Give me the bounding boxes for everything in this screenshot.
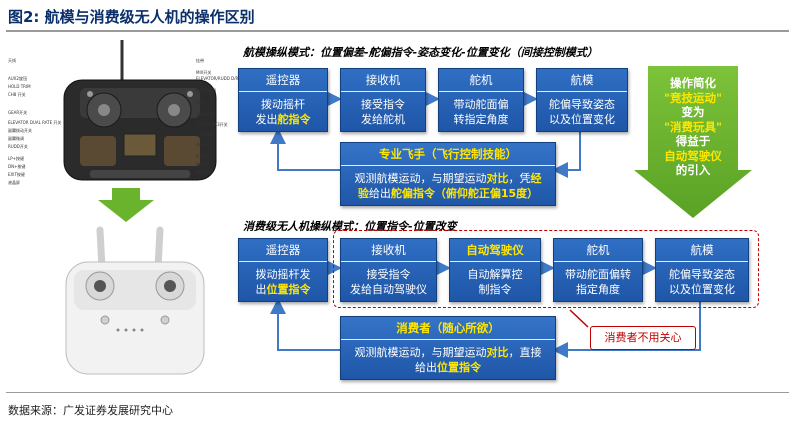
box-head: 航模 (656, 239, 748, 262)
feedback-text: 观测航模运动，与期望运动 (354, 345, 487, 359)
arrow-caption-line: 得益于 (675, 134, 711, 148)
rc-transmitter-image (63, 40, 217, 181)
title-divider (6, 30, 789, 32)
box-body: 拨动摇杆发出舵指令 (239, 92, 327, 131)
box-body: 自动解算控 制指令 (467, 267, 523, 296)
rc-label: R+按键 (196, 154, 211, 159)
feedback-text: ，直接 (508, 345, 542, 359)
rc-label: ALE开关 (196, 142, 212, 147)
bottom-section-title: 消费级无人机操纵模式：位置指令-位置改变 (243, 220, 457, 233)
top-model-box: 航模 舵偏导致姿态 以及位置变化 (536, 68, 628, 132)
rc-label: 挂带 (196, 58, 204, 63)
rc-label: 挂扣 (196, 100, 204, 105)
feedback-head: 专业飞手（飞行控制技能） (341, 143, 555, 166)
feedback-highlight: 位置指令 (437, 360, 481, 374)
box-body-text: 发出 (255, 112, 278, 126)
box-head: 自动驾驶仪 (450, 239, 540, 262)
box-head: 遥控器 (239, 69, 327, 92)
arrow-caption-line: 变为 (681, 105, 705, 119)
rc-label: 液晶屏 (8, 180, 20, 185)
arrow-caption-line: 的引入 (675, 163, 711, 177)
box-body: 拨动摇杆发出位置指令 (239, 262, 327, 301)
bottom-servo-box: 舵机 带动舵面偏转 指定角度 (553, 238, 643, 302)
box-head: 遥控器 (239, 239, 327, 262)
bottom-remote-box: 遥控器 拨动摇杆发出位置指令 (238, 238, 328, 302)
drone-controller-image (65, 226, 205, 375)
feedback-text: 观测航模运动，与期望运动 (354, 171, 487, 185)
rc-label: RUDD开关 (8, 144, 28, 149)
bottom-receiver-box: 接收机 接受指令 发给自动驾驶仪 (340, 238, 437, 302)
bottom-model-box: 航模 舵偏导致姿态 以及位置变化 (655, 238, 749, 302)
rc-label: 方向微调 (196, 132, 212, 137)
bottom-autopilot-box: 自动驾驶仪 自动解算控 制指令 (449, 238, 541, 302)
feedback-highlight: 对比 (486, 345, 509, 359)
box-head: 舵机 (554, 239, 642, 262)
rc-label: LP+按键 (8, 156, 24, 161)
rc-label: THRO开关 (196, 112, 216, 117)
feedback-highlight: 对比 (486, 171, 509, 185)
feedback-body: 观测航模运动，与期望运动对比，直接 给出位置指令 (341, 340, 555, 379)
box-body-highlight: 位置指令 (266, 282, 311, 296)
box-body: 带动舵面偏转 指定角度 (565, 267, 631, 296)
top-remote-box: 遥控器 拨动摇杆发出舵指令 (238, 68, 328, 132)
box-body-text: 拨动摇杆 (261, 97, 305, 111)
rc-label: EXIT按键 (8, 172, 25, 177)
rc-label: ENT按键 (196, 170, 212, 175)
arrow-caption-highlight: 自动驾驶仪 (664, 148, 722, 163)
consumer-no-care-callout: 消费者不用关心 (590, 326, 696, 350)
rc-label: MIX开关 (196, 70, 212, 75)
box-body: 接受指令 发给自动驾驶仪 (350, 267, 427, 296)
arrow-caption: 操作简化 "竞技运动" 变为 "消费玩具" 得益于 自动驾驶仪 的引入 (644, 76, 742, 178)
box-body-text: 出 (255, 282, 267, 296)
arrow-caption-line: 操作简化 (670, 76, 716, 90)
box-head: 舵机 (439, 69, 523, 92)
bottom-consumer-feedback-box: 消费者（随心所欲） 观测航模运动，与期望运动对比，直接 给出位置指令 (340, 316, 556, 380)
box-body: 带动舵面偏 转指定角度 (453, 97, 509, 126)
feedback-text: ，凭 (508, 171, 531, 185)
rc-label: 副翼拨动开关 (8, 128, 32, 133)
feedback-highlight: 验 (357, 186, 369, 200)
feedback-highlight: 舵偏指令（俯仰舵正偏15度） (390, 186, 539, 200)
rc-label: DN+按键 (8, 164, 26, 169)
box-body-highlight: 舵指令 (277, 112, 311, 126)
feedback-text: 给出 (415, 360, 437, 374)
feedback-highlight: 经 (530, 171, 542, 185)
green-down-arrow-right (634, 66, 752, 218)
autopilot-dashed-region (333, 230, 759, 308)
rc-label: ELEVATOR DUAL RATE 开关 (8, 120, 62, 125)
box-head: 接收机 (341, 239, 436, 262)
top-receiver-box: 接收机 接受指令 发给舵机 (340, 68, 426, 132)
top-pilot-feedback-box: 专业飞手（飞行控制技能） 观测航模运动，与期望运动对比，凭经 验给出舵偏指令（俯… (340, 142, 556, 206)
top-servo-box: 舵机 带动舵面偏 转指定角度 (438, 68, 524, 132)
box-body-text: 拨动摇杆发 (255, 267, 311, 281)
rc-label: AUX2旋钮 (8, 76, 27, 81)
footer-divider (6, 392, 789, 393)
green-down-arrow-left (98, 188, 154, 222)
top-section-title: 航模操纵模式：位置偏差-舵偏指令-姿态变化-位置变化（间接控制模式） (243, 46, 598, 59)
rc-label: HOLD TRIM (8, 84, 31, 89)
box-body: 接受指令 发给舵机 (361, 97, 405, 126)
feedback-head: 消费者（随心所欲） (341, 317, 555, 340)
rc-label: 天线 (8, 58, 16, 63)
figure-title: 图2: 航模与消费级无人机的操作区别 (8, 8, 255, 26)
rc-label: 副翼微调 (8, 136, 24, 141)
box-head: 接收机 (341, 69, 425, 92)
rc-label: CH8 开关 (8, 92, 26, 97)
feedback-body: 观测航模运动，与期望运动对比，凭经 验给出舵偏指令（俯仰舵正偏15度） (341, 166, 555, 205)
box-body: 舵偏导致姿态 以及位置变化 (549, 97, 615, 126)
feedback-text: 给出 (368, 186, 391, 200)
arrow-caption-highlight: "竞技运动" (664, 90, 722, 105)
rc-label: THRO/AUX3开关 (196, 122, 228, 127)
rc-label: AUX1 旋钮 (196, 88, 217, 93)
box-body: 舵偏导致姿态 以及位置变化 (669, 267, 735, 296)
rc-label: GEAR开关 (8, 110, 28, 115)
box-head: 航模 (537, 69, 627, 92)
arrow-caption-highlight: "消费玩具" (664, 119, 722, 134)
source-note: 数据来源：广发证券发展研究中心 (8, 404, 173, 417)
rc-label: R-按键 (196, 162, 209, 167)
rc-label: ELEVATOR/RUDD D/R Switch (196, 76, 253, 81)
